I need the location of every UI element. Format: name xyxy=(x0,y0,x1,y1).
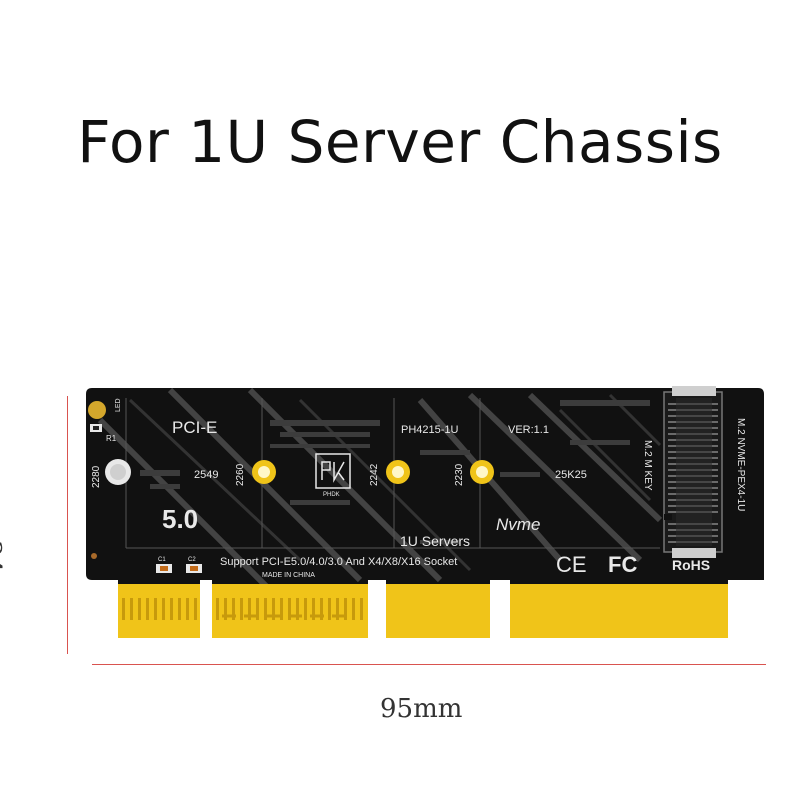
pcie-version: 5.0 xyxy=(162,504,198,534)
hole-2260-label: 2260 xyxy=(235,463,246,486)
gold-fingers xyxy=(118,580,728,638)
version-label: VER:1.1 xyxy=(508,424,549,436)
height-dimension-label: 34mm xyxy=(0,540,6,623)
ce-mark: CE xyxy=(556,552,587,577)
logo-text: PHDK xyxy=(323,492,340,498)
standoff-2230 xyxy=(470,460,494,484)
nvme-label: Nvme xyxy=(496,515,540,534)
tag-2549: 2549 xyxy=(194,469,218,481)
height-dimension-line xyxy=(67,396,68,654)
width-dimension-label: 95mm xyxy=(380,694,463,724)
hole-2280-label: 2280 xyxy=(91,465,102,488)
led-label: LED xyxy=(115,398,122,412)
pcie-label: PCI-E xyxy=(172,418,217,437)
c1-label: C1 xyxy=(158,557,166,563)
product-label: M.2 NVME-PEX4-1U xyxy=(735,418,746,511)
made-in-label: MADE IN CHINA xyxy=(262,572,315,579)
standoff-2260 xyxy=(252,460,276,484)
m2-connector xyxy=(663,386,723,558)
rohs-mark: RoHS xyxy=(672,557,710,573)
standoff-2242 xyxy=(386,460,410,484)
servers-label: 1U Servers xyxy=(400,533,470,549)
m2-key-label: M.2 M KEY xyxy=(642,440,653,491)
page-title: For 1U Server Chassis xyxy=(77,108,723,176)
c2-label: C2 xyxy=(188,557,196,563)
led-pad xyxy=(88,401,106,419)
date-code: 25K25 xyxy=(555,469,587,481)
r1-label: R1 xyxy=(106,434,117,443)
hole-2242-label: 2242 xyxy=(369,463,380,486)
hole-2230-label: 2230 xyxy=(454,463,465,486)
phdk-logo xyxy=(315,453,351,489)
fc-mark: FC xyxy=(608,552,637,577)
support-text: Support PCI-E5.0/4.0/3.0 And X4/X8/X16 S… xyxy=(220,556,457,568)
width-dimension-line xyxy=(92,664,766,665)
model-label: PH4215-1U xyxy=(401,424,459,436)
